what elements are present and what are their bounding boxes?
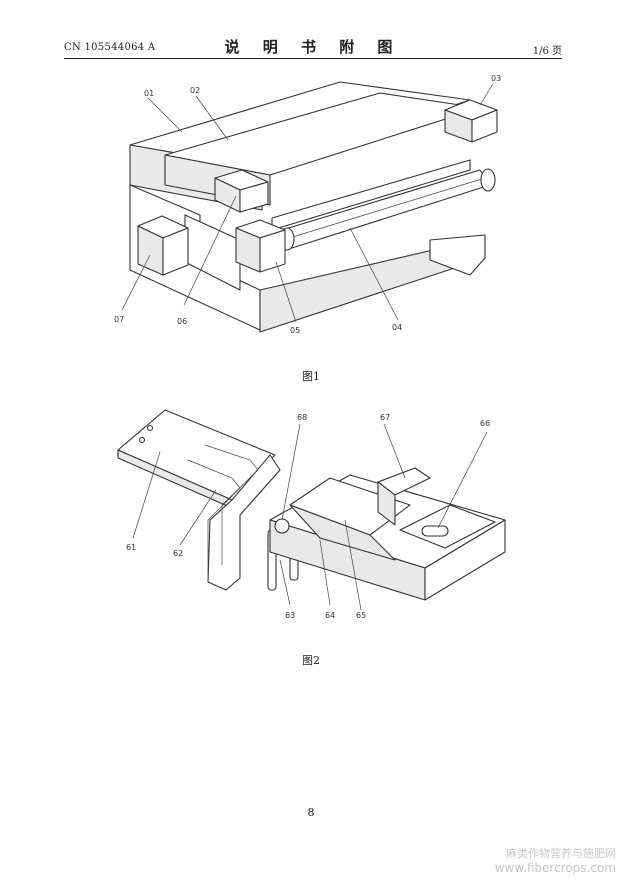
block-06-side [239,181,269,213]
box-66-roller [421,525,449,537]
fig2-label-61: 61 [126,543,136,552]
page-number: 8 [307,806,315,819]
patent-number: CN 105544064 A [64,42,156,53]
base-body-right [429,234,486,276]
roller-edge [285,177,486,240]
figure-2-caption: 图2 [302,654,320,667]
block-07-side [162,227,189,276]
header-title: 说 明 书 附 图 [224,38,402,56]
wedge-front [289,504,396,561]
figure-1-caption: 图1 [302,370,320,383]
figure-2-drawing: 61 62 63 64 65 66 67 68 [117,409,506,620]
fig2-label-64: 64 [325,611,335,620]
fig1-label-06: 06 [177,317,187,326]
figure-1-drawing: 01 02 03 04 05 06 07 [114,74,501,335]
page-indicator: 1/6 页 [532,46,562,57]
tray-side [424,519,506,601]
fig2-label-62: 62 [173,549,183,558]
pivot-pin [274,518,290,534]
block-05-side [259,229,286,273]
fig2-label-66: 66 [480,419,490,428]
flap-front [377,481,396,526]
watermark: 麻类作物营养与施肥网 www.fibercrops.com [495,847,616,875]
mount-hole-2 [138,436,146,444]
page-header: CN 105544064 A 说 明 书 附 图 1/6 页 [64,34,562,58]
bent-bracket-slot [187,444,259,575]
fig1-label-04: 04 [392,323,402,332]
header-rule [64,58,562,59]
fig1-label-01: 01 [144,89,154,98]
box-66-inner [399,504,496,549]
block-03-side [471,109,498,143]
watermark-site-name: 麻类作物营养与施肥网 [506,847,616,860]
fig1-label-03: 03 [491,74,501,83]
fig1-label-02: 02 [190,86,200,95]
mount-hole-1 [146,424,154,432]
fig2-label-65: 65 [356,611,366,620]
fig2-label-67: 67 [380,413,390,422]
fig1-label-05: 05 [290,326,300,335]
fig1-label-07: 07 [114,315,124,324]
fig2-label-63: 63 [285,611,295,620]
fig2-label-68: 68 [297,413,307,422]
bent-bracket-outer [207,454,281,591]
roller-end-right [480,168,496,192]
watermark-url: www.fibercrops.com [494,861,616,875]
